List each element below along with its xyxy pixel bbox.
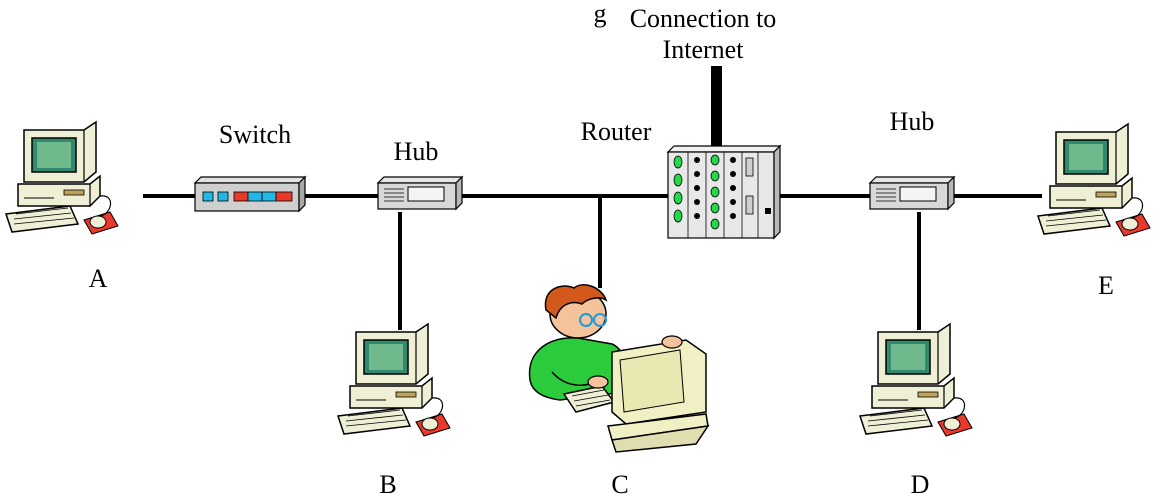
internet-uplink (711, 66, 722, 152)
switch-icon (193, 175, 307, 213)
node-b-label: B (379, 470, 396, 499)
hub-left-icon (377, 176, 463, 210)
hub-left-label: Hub (394, 137, 439, 166)
computer-b-icon (337, 323, 451, 437)
hub-right-icon (869, 176, 955, 210)
title-fragment: g (594, 0, 607, 28)
computer-d-icon (859, 323, 973, 437)
switch-label: Switch (219, 120, 291, 149)
node-a-label: A (89, 264, 108, 293)
network-cables (143, 194, 1042, 330)
internet-label-line1: Connection to (630, 4, 777, 33)
router-icon (666, 144, 782, 240)
user-at-computer-icon (528, 284, 710, 453)
router-label: Router (581, 117, 652, 146)
computer-a-icon (5, 121, 119, 235)
node-e-label: E (1098, 271, 1114, 300)
node-d-label: D (911, 470, 930, 499)
node-c-label: C (611, 470, 628, 499)
hub-right-label: Hub (890, 107, 935, 136)
computer-e-icon (1037, 123, 1151, 237)
internet-label-line2: Internet (663, 35, 745, 64)
